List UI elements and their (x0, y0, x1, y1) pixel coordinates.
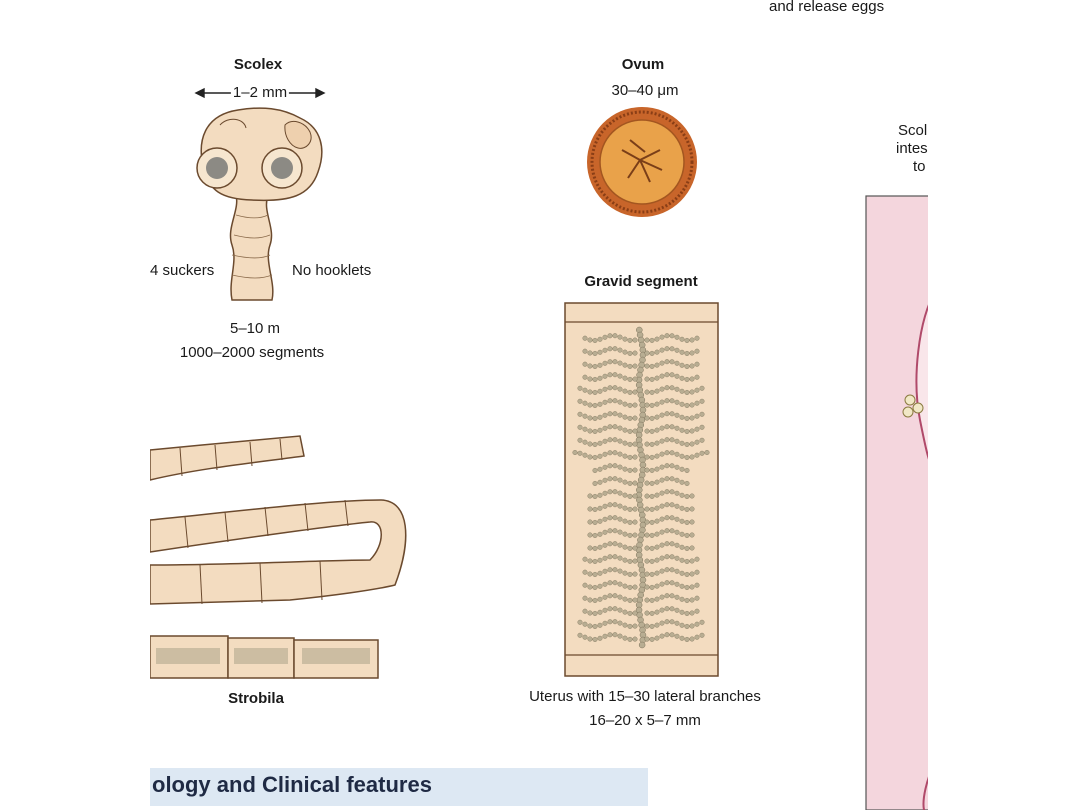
scolex-suckers-label: 4 suckers (150, 262, 215, 279)
uterus-branches (572, 326, 710, 649)
sucker-right (261, 147, 303, 189)
right-panel-text-line3: to (913, 158, 926, 175)
ovum-size-label: 30–40 μm (611, 82, 679, 99)
left-crop-margin (0, 0, 150, 810)
right-panel-text-line2: intes (896, 140, 928, 157)
right-crop-margin (928, 0, 1080, 810)
sucker-left (196, 147, 238, 189)
scolex-size-arrow (194, 87, 326, 99)
scolex-size-label: 1–2 mm (230, 84, 290, 102)
gravid-size-caption: 16–20 x 5–7 mm (589, 712, 701, 729)
strobila-illustration (149, 435, 407, 679)
uterus-branches-caption: Uterus with 15–30 lateral branches (529, 688, 761, 705)
section-heading: ology and Clinical features (152, 772, 432, 797)
right-panel-text-line1: Scol (898, 122, 928, 139)
worm-length-label: 5–10 m (229, 320, 281, 337)
scolex-hooklets-label: No hooklets (292, 262, 372, 279)
scolex-illustration (196, 107, 323, 301)
ovum-title: Ovum (621, 56, 665, 73)
section-heading-bar (150, 768, 648, 806)
intestine-tissue-panel (865, 195, 937, 810)
gravid-segment-illustration (564, 302, 719, 677)
worm-segments-label: 1000–2000 segments (179, 344, 325, 361)
top-caption: and release eggs (769, 0, 885, 15)
strobila-title: Strobila (228, 690, 284, 707)
ovum-illustration (587, 107, 697, 217)
gravid-segment-title: Gravid segment (584, 273, 698, 290)
scolex-title: Scolex (233, 56, 283, 73)
